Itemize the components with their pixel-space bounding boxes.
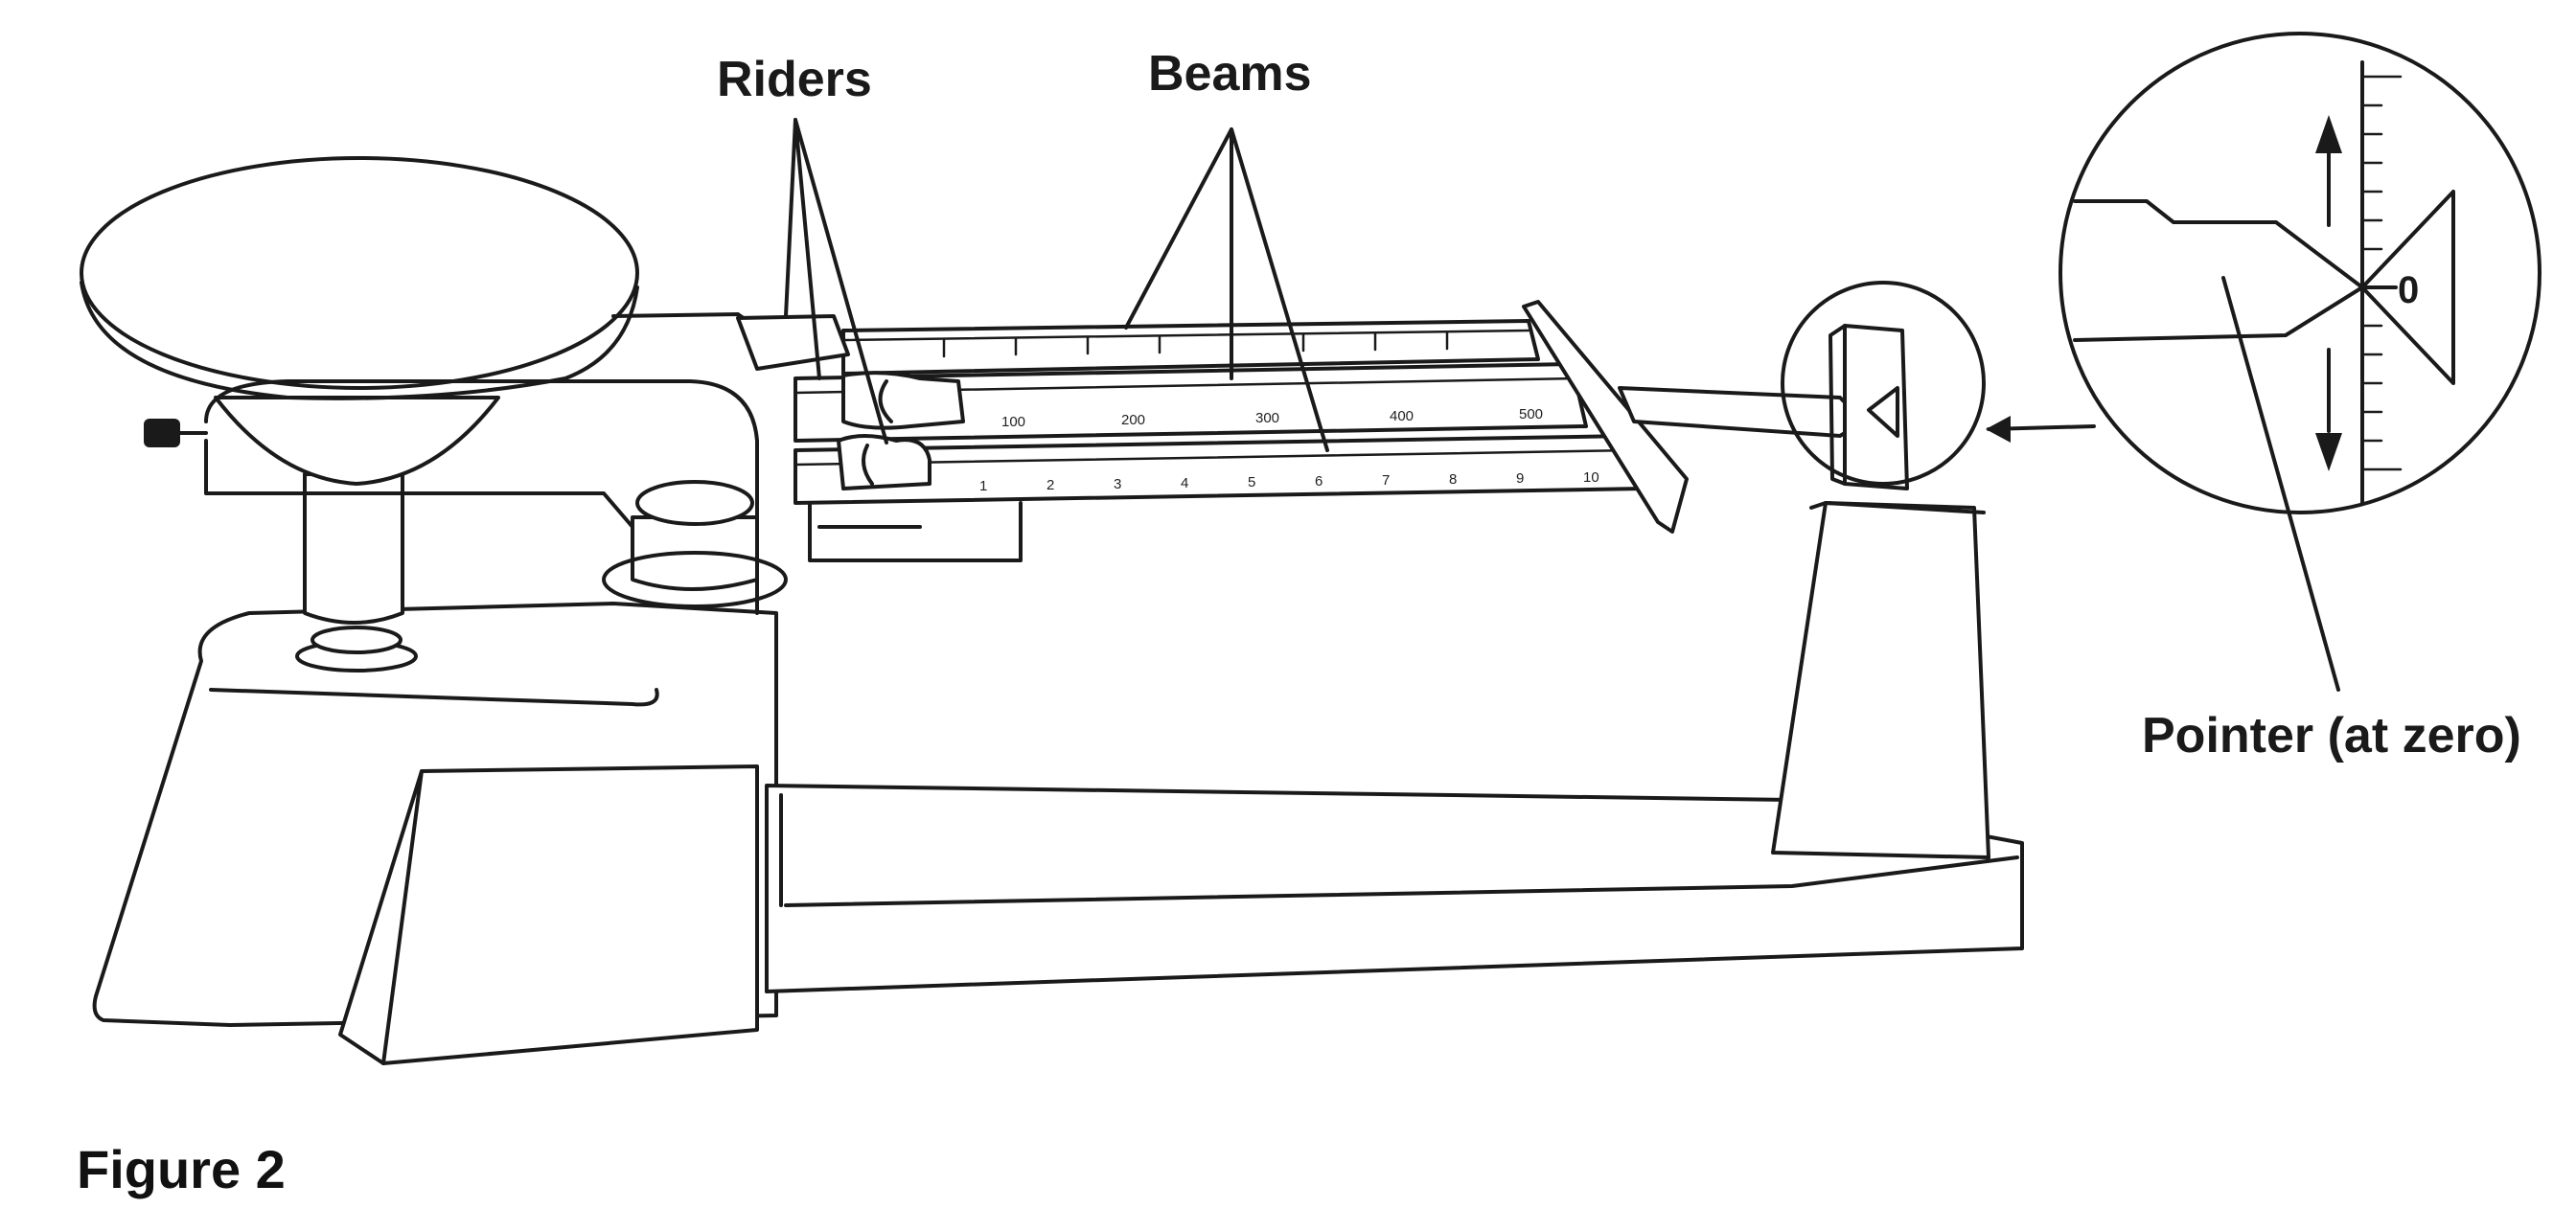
beam-end-plate xyxy=(1522,300,1689,534)
rider-middle xyxy=(841,371,965,430)
front-beam-tick-label: 6 xyxy=(1315,473,1322,490)
zoom-triangle xyxy=(2360,190,2455,385)
front-beam-groove xyxy=(794,448,1636,467)
up-arrow-head xyxy=(2315,115,2342,153)
post-head xyxy=(1843,324,1909,490)
middle-beam-tick-label: 200 xyxy=(1121,412,1145,428)
zoom-pointer-outline xyxy=(2073,199,2364,342)
post-cap xyxy=(1809,501,1986,514)
pan-bowl-rim xyxy=(80,281,639,400)
pointer-window-circle xyxy=(1781,281,1986,486)
riders-callout-lines xyxy=(784,118,888,445)
rider-front-notch xyxy=(862,444,874,486)
pan-assembly xyxy=(80,156,639,672)
front-beam-tick-label: 2 xyxy=(1046,477,1054,493)
beams-callout-lines xyxy=(1124,127,1329,452)
housing-side-panel xyxy=(204,379,759,615)
middle-beam-tick-label: 100 xyxy=(1001,414,1025,430)
back-beam-top xyxy=(841,329,1530,342)
middle-beam-tick-label: 500 xyxy=(1519,406,1543,422)
pivot-pillar-top xyxy=(635,480,754,526)
middle-beam xyxy=(794,362,1588,443)
front-beam-tick-label: 8 xyxy=(1449,471,1457,488)
post-zero-marker xyxy=(1867,386,1899,438)
post-head-side xyxy=(1828,324,1847,486)
left-housing-groove xyxy=(209,688,659,707)
pan-bowl xyxy=(80,156,639,390)
figure-caption: Figure 2 xyxy=(77,1139,286,1199)
middle-beam-tick-label: 300 xyxy=(1255,410,1279,426)
balance-base xyxy=(92,602,2024,1065)
post-body xyxy=(1771,501,1990,859)
front-block-edge xyxy=(381,769,424,1065)
zoom-scale-ticks xyxy=(2360,75,2403,471)
middle-beam-scale: 100 200 300 400 500 xyxy=(1001,406,1543,430)
front-beam-tick-label: 10 xyxy=(1583,469,1599,486)
beams: 100 200 300 400 500 1 2 3 4 5 6 7 8 9 10 xyxy=(794,300,1866,534)
zero-adjust-knob xyxy=(144,419,180,447)
rider-middle-notch xyxy=(878,379,893,423)
zoom-zero-label: 0 xyxy=(2398,269,2419,311)
callouts xyxy=(784,118,2340,692)
front-beam-tick-label: 5 xyxy=(1248,474,1255,490)
beams-label: Beams xyxy=(1148,46,1312,102)
back-beam xyxy=(841,319,1540,376)
pointer-arm xyxy=(1618,386,1866,438)
housing-top xyxy=(611,312,759,330)
beam-housing xyxy=(204,312,1023,615)
down-arrow-head xyxy=(2315,433,2342,471)
front-beam-tick-label: 7 xyxy=(1382,472,1390,489)
front-beam-tick-label: 4 xyxy=(1181,475,1188,491)
housing-lower-edge xyxy=(204,439,634,529)
pivot-pillar-ring xyxy=(602,551,788,608)
pan-foot-cap xyxy=(310,626,402,654)
pan-stem xyxy=(303,472,404,625)
zoom-circle xyxy=(2058,32,2542,514)
middle-beam-tick-label: 400 xyxy=(1390,408,1414,424)
front-beam-tick-label: 1 xyxy=(979,478,987,494)
zoom-inset: 0 xyxy=(1986,32,2542,514)
pointer-post xyxy=(1771,281,1990,859)
base-rail-inner xyxy=(784,855,2019,907)
rider-back xyxy=(736,314,850,371)
pointer-callout-line xyxy=(2221,276,2340,692)
zoom-arrow-head xyxy=(1986,416,2011,443)
front-beam-scale: 1 2 3 4 5 6 7 8 9 10 xyxy=(979,469,1599,494)
rider-front xyxy=(837,434,932,490)
pan-bowl-under xyxy=(214,396,500,486)
beam-bracket xyxy=(808,487,1023,562)
front-block xyxy=(338,764,759,1065)
front-beam-tick-label: 9 xyxy=(1516,470,1524,487)
pointer-label: Pointer (at zero) xyxy=(2142,708,2521,764)
riders-label: Riders xyxy=(717,52,872,107)
riders xyxy=(736,314,965,490)
base-rail xyxy=(765,784,2024,993)
front-beam-tick-label: 3 xyxy=(1114,476,1121,492)
